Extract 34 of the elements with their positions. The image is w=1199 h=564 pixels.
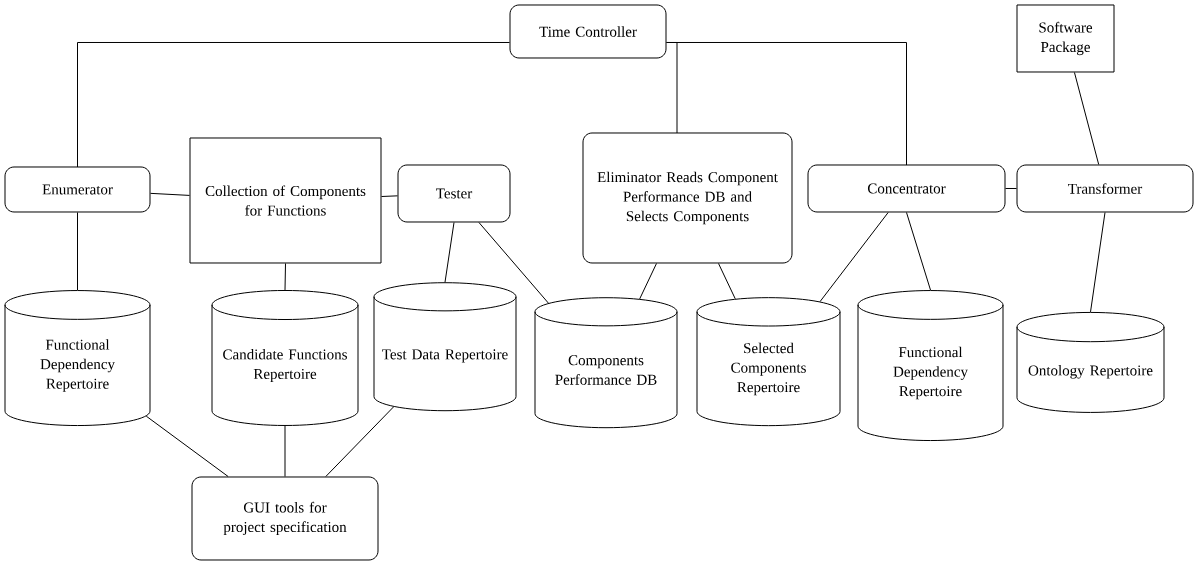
repository-cylinder: Components Performance DB (534, 297, 678, 429)
process-box: Enumerator (4, 166, 151, 213)
connector-line (325, 406, 395, 477)
connector-line (718, 263, 736, 300)
connector-line (1090, 212, 1106, 313)
connector-line (284, 263, 286, 291)
connector-line (77, 212, 78, 291)
connector-line (1005, 188, 1017, 189)
connector-line (150, 192, 190, 196)
connector-line (381, 195, 398, 197)
connector-line (1073, 72, 1100, 165)
connector-line (819, 212, 889, 303)
connector-line (639, 263, 657, 300)
process-box: Software Package (1016, 4, 1115, 73)
repository-cylinder: Candidate Functions Repertoire (211, 290, 359, 426)
process-box: Eliminator Reads Component Performance DB and Selects Components (582, 132, 793, 264)
repository-cylinder: Ontology Repertoire (1016, 311, 1165, 413)
connector-line (478, 222, 549, 304)
connector-line (906, 212, 931, 291)
process-box: Tester (397, 164, 511, 223)
connector-line (145, 415, 229, 477)
connector-line (444, 222, 455, 283)
process-box: GUI tools for project specification (191, 476, 379, 561)
repository-cylinder: Functional Dependency Repertoire (4, 290, 151, 427)
process-box: Time Controller (509, 4, 667, 59)
process-box: Transformer (1016, 164, 1194, 213)
connector-line (284, 425, 286, 477)
repository-cylinder: Test Data Repertoire (373, 282, 517, 412)
process-box: Concentrator (807, 164, 1006, 213)
repository-cylinder: Functional Dependency Repertoire (857, 290, 1004, 442)
process-box: Collection of Components for Functions (189, 137, 382, 264)
connector-line (666, 42, 907, 166)
connector-line (77, 42, 510, 168)
repository-cylinder: Selected Components Repertoire (696, 297, 841, 427)
